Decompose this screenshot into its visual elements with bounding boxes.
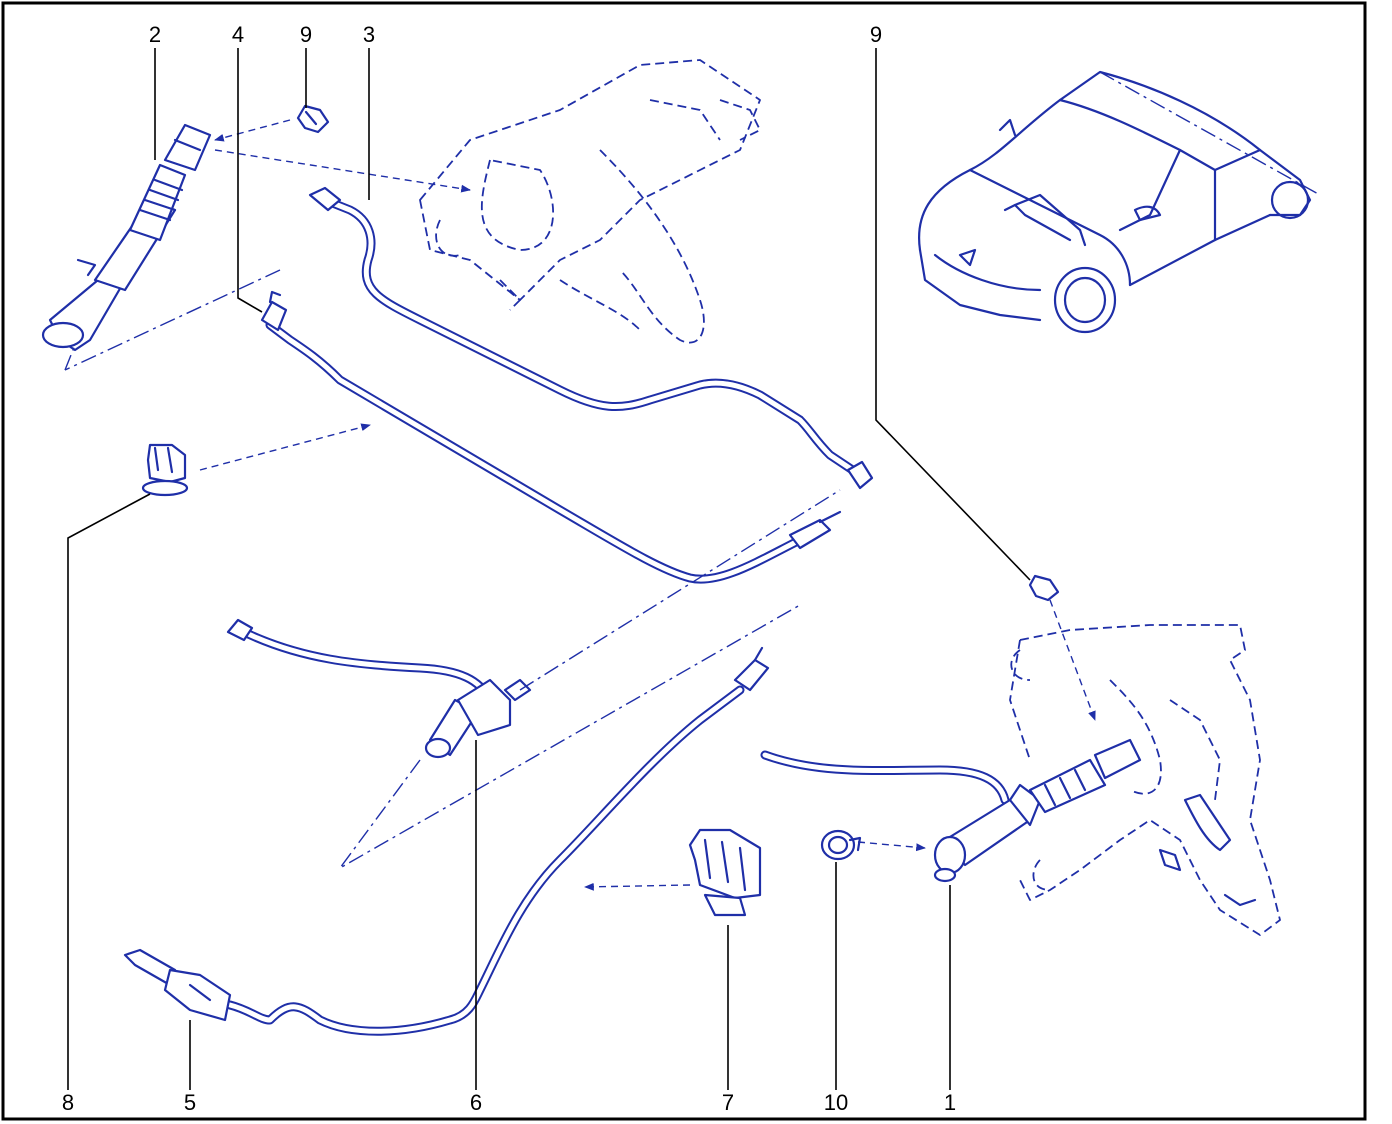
part-8-clip	[141, 423, 371, 497]
part-2-master-cylinder	[41, 123, 281, 371]
part-5-slave-pipe	[123, 646, 770, 1036]
callout-7: 7	[722, 1090, 734, 1115]
callout-9-right: 9	[870, 22, 882, 47]
callout-labels: 2 4 9 3 9 8 5 6 7 10 1	[62, 22, 956, 1115]
pedal-box-ghost-bottom	[1009, 624, 1281, 936]
callout-6: 6	[470, 1090, 482, 1115]
part-4-pipe	[260, 290, 842, 584]
car-illustration	[918, 70, 1321, 334]
callout-3: 3	[363, 22, 375, 47]
callout-5: 5	[184, 1090, 196, 1115]
part-7-clip	[584, 828, 762, 917]
pedal-box-ghost-top	[419, 59, 761, 344]
part-9-clip-right	[1028, 574, 1096, 721]
leader-lines	[67, 48, 1031, 1090]
diagram-border	[1, 1, 1367, 1121]
callout-1: 1	[944, 1090, 956, 1115]
callout-9-top: 9	[300, 22, 312, 47]
callout-4: 4	[232, 22, 244, 47]
part-9-clip-top	[214, 104, 471, 193]
part-3-pipe	[308, 186, 874, 490]
part-1-master-cylinder	[760, 738, 1142, 883]
callout-8: 8	[62, 1090, 74, 1115]
callout-2: 2	[149, 22, 161, 47]
part-10-clamp	[820, 829, 926, 861]
part-6-hose-connector	[226, 489, 841, 869]
callout-10: 10	[824, 1090, 848, 1115]
